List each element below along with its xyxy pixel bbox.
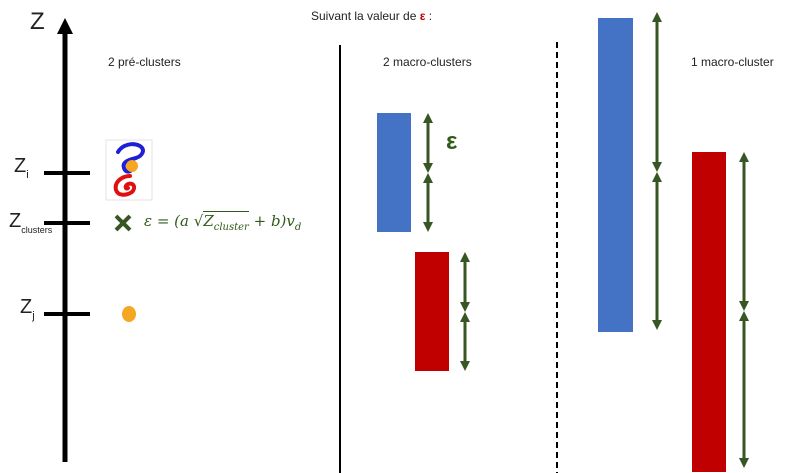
macro1-red-bar — [692, 152, 726, 472]
macro2-blue-arrow-top — [423, 113, 433, 173]
z-axis-label: Z — [30, 8, 45, 35]
panel-title-1-macro-cluster: 1 macro-cluster — [691, 55, 774, 69]
header-text: Suivant la valeur de ε : — [311, 9, 432, 23]
header-epsilon: ε — [419, 9, 426, 23]
cluster-cross-marker — [114, 214, 132, 232]
tick-label-zj-sub: j — [32, 310, 35, 322]
z-axis-arrowhead — [57, 18, 73, 34]
macro2-red-arrow-top — [460, 252, 470, 312]
macro1-red-arrow-top — [739, 152, 749, 311]
formula-sqrt-sub: cluster — [213, 222, 249, 233]
tick-label-zclusters-base: Z — [9, 210, 22, 232]
formula-lhs: ε = ( — [144, 212, 181, 230]
macro1-blue-bar — [598, 18, 633, 332]
tick-label-zi: Zi — [14, 155, 29, 181]
panel-title-pre-clusters: 2 pré-clusters — [108, 55, 181, 69]
header-suffix: : — [425, 9, 433, 23]
panel-title-2-macro-clusters: 2 macro-clusters — [383, 55, 472, 69]
tick-label-zclusters-sub: clusters — [21, 225, 53, 235]
macro2-blue-bar — [377, 113, 411, 232]
tick-label-zi-sub: i — [26, 169, 29, 181]
tick-label-zj: Zj — [20, 296, 35, 322]
tick-label-zi-base: Z — [14, 155, 27, 177]
formula-plus-b: + b) — [248, 212, 287, 230]
macro2-blue-arrow-bottom — [423, 173, 433, 232]
pre-cluster-scribble-image — [105, 139, 153, 201]
macro2-epsilon-label: ε — [446, 128, 458, 155]
macro1-red-arrow-bottom — [739, 311, 749, 468]
macro1-blue-arrow-top — [652, 12, 662, 172]
epsilon-arrows — [423, 12, 749, 468]
formula-sqrt-z: Z — [203, 212, 214, 230]
macro2-red-arrow-bottom — [460, 312, 470, 371]
epsilon-formula: ε = (a √Zcluster + b)vd — [144, 211, 302, 233]
tick-label-zj-base: Z — [20, 296, 33, 318]
formula-a: a — [180, 212, 189, 230]
formula-v: v — [286, 212, 295, 230]
point-zj — [122, 306, 136, 322]
macro2-red-bar — [415, 252, 449, 371]
macro1-blue-arrow-bottom — [652, 172, 662, 330]
formula-v-sub: d — [294, 222, 302, 233]
header-prefix: Suivant la valeur de — [311, 9, 420, 23]
formula-sqrt-symbol: √ — [193, 212, 204, 230]
tick-label-zclusters: Zclusters — [9, 210, 53, 235]
formula-sqrt-arg: Zcluster — [203, 211, 249, 233]
